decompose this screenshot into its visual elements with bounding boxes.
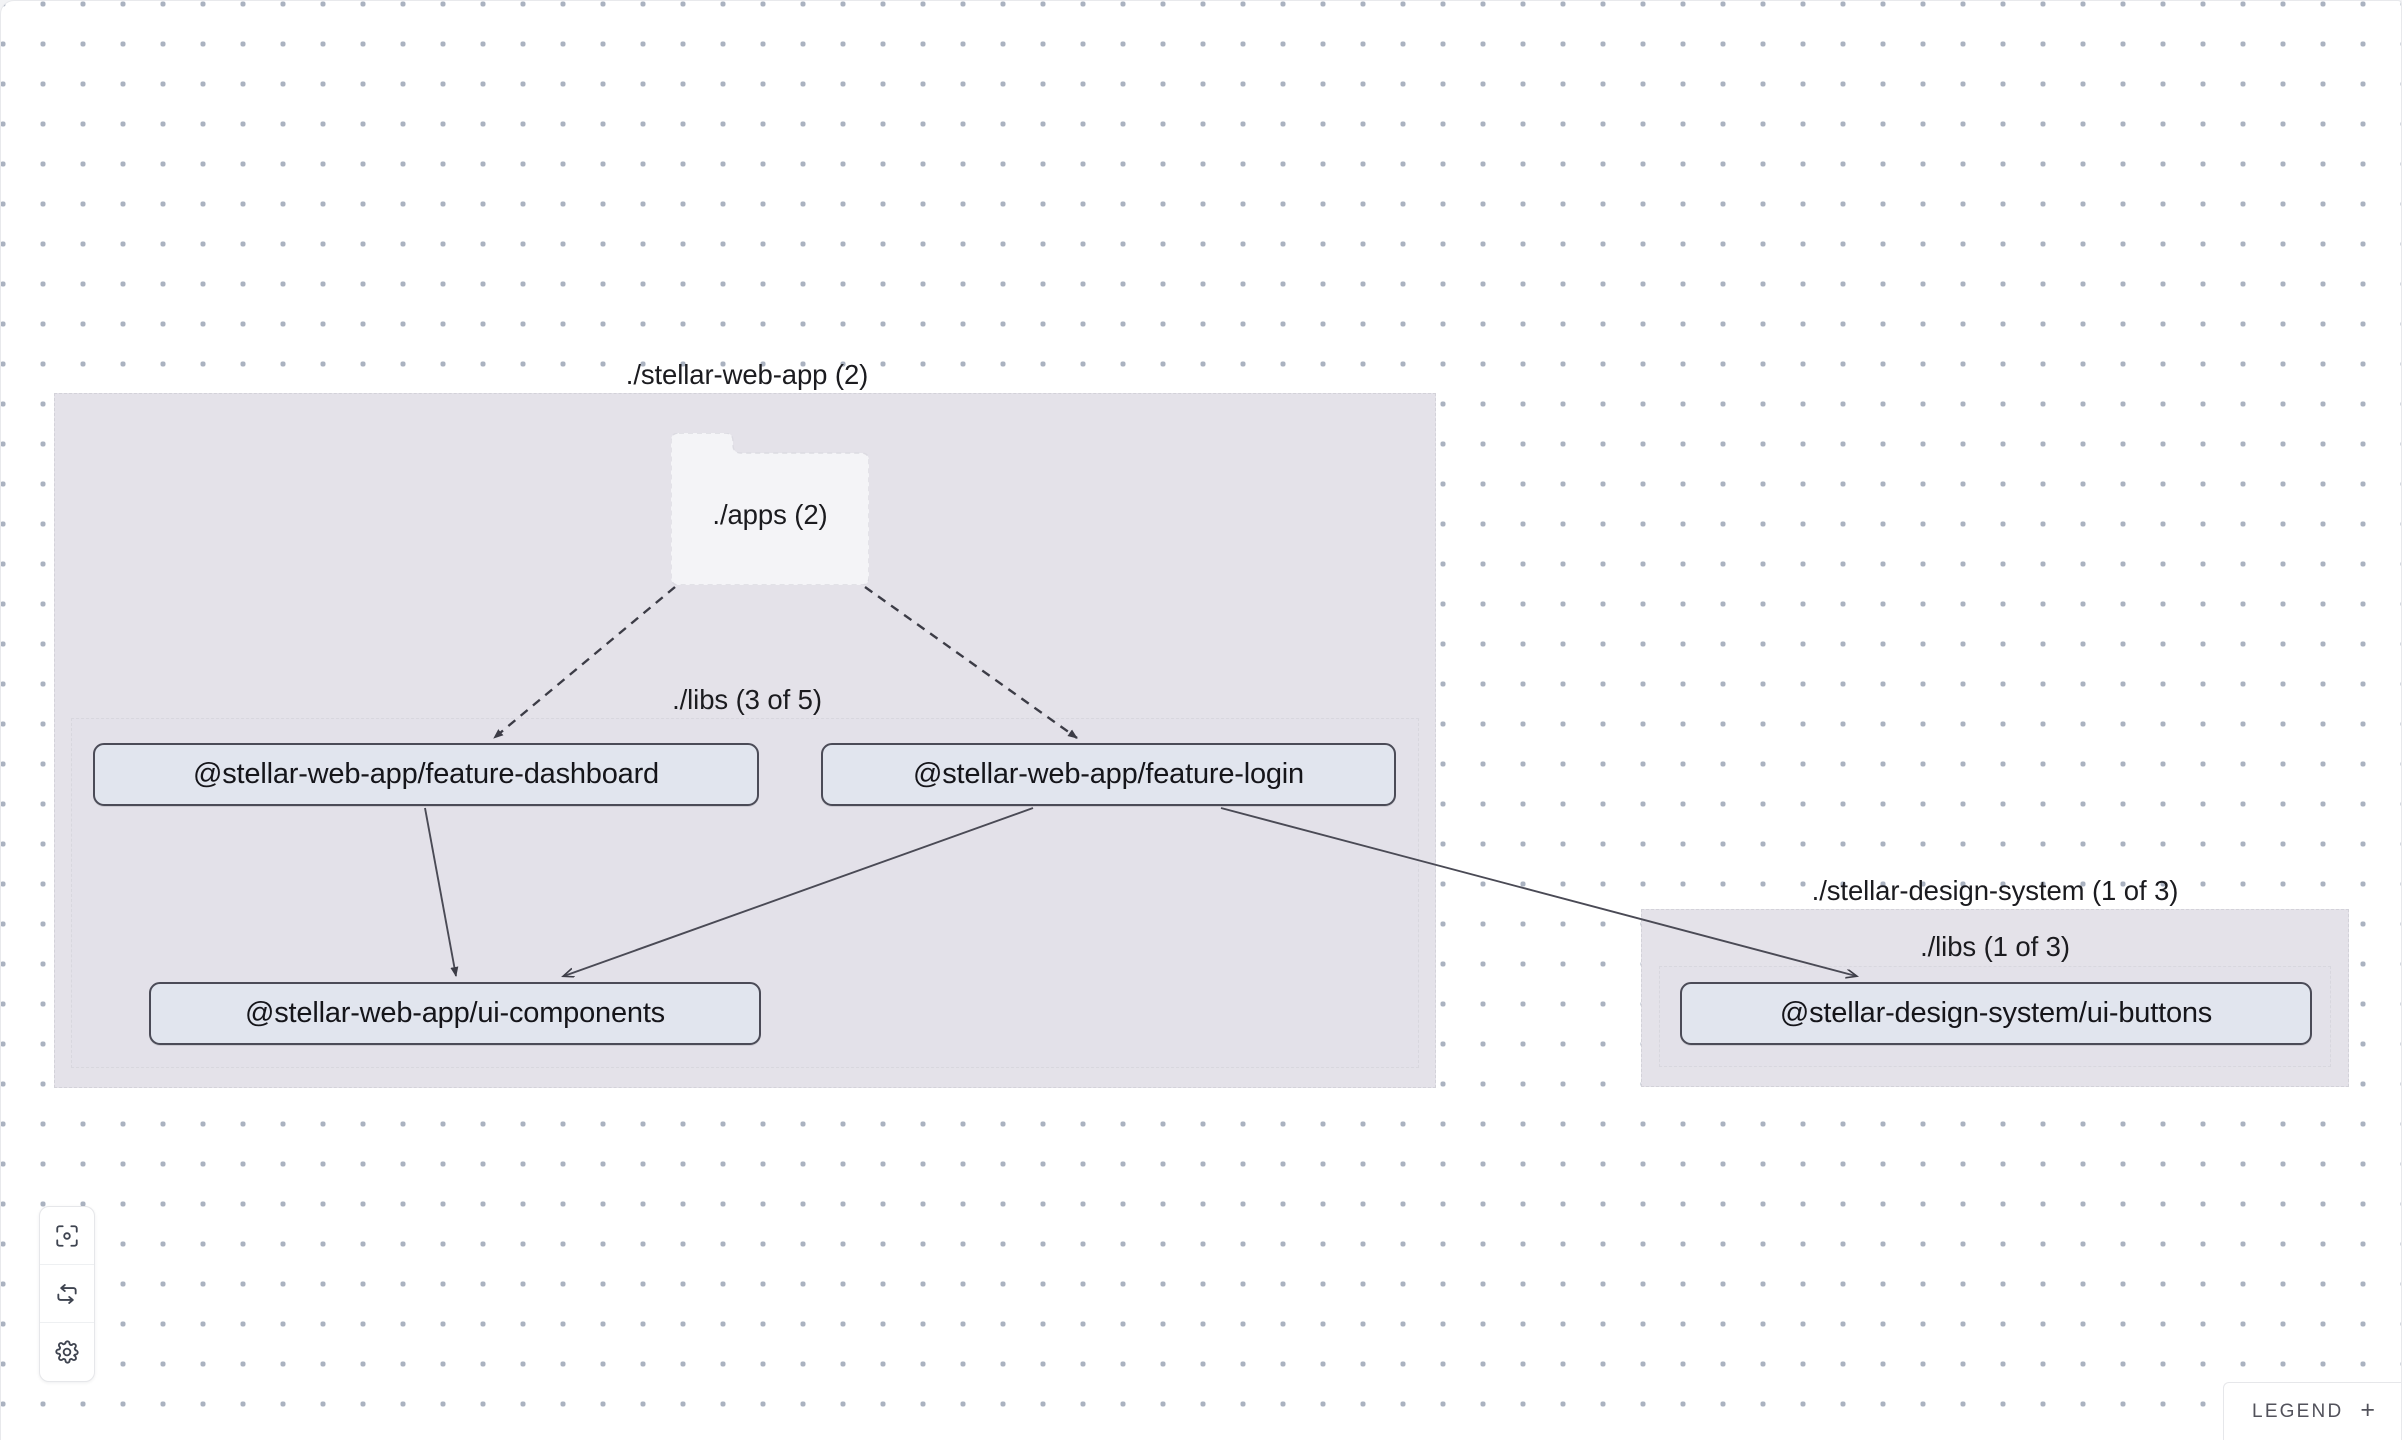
node-label: @stellar-web-app/ui-components bbox=[245, 997, 665, 1029]
refresh-graph-button[interactable] bbox=[40, 1265, 94, 1323]
focus-target-icon bbox=[54, 1223, 80, 1249]
node-label: @stellar-web-app/feature-dashboard bbox=[193, 758, 659, 790]
graph-node-ui-buttons[interactable]: @stellar-design-system/ui-buttons bbox=[1680, 982, 2312, 1045]
folder-label-apps: ./apps (2) bbox=[712, 499, 828, 530]
cluster-label-stellar-design-system: ./stellar-design-system (1 of 3) bbox=[1811, 875, 2179, 906]
settings-button[interactable] bbox=[40, 1323, 94, 1381]
node-label: @stellar-design-system/ui-buttons bbox=[1779, 997, 2213, 1029]
graph-node-ui-components[interactable]: @stellar-web-app/ui-components bbox=[149, 982, 761, 1045]
node-label: @stellar-web-app/feature-login bbox=[913, 758, 1304, 790]
legend-label: LEGEND bbox=[2252, 1400, 2344, 1422]
legend-toggle[interactable]: LEGEND + bbox=[2223, 1382, 2401, 1440]
cluster-label-stellar-web-app-libs: ./libs (3 of 5) bbox=[672, 684, 822, 715]
graph-node-feature-dashboard[interactable]: @stellar-web-app/feature-dashboard bbox=[93, 743, 759, 806]
folder-shape-icon bbox=[671, 433, 869, 585]
folder-apps[interactable]: ./apps (2) bbox=[671, 433, 869, 585]
cluster-label-stellar-web-app: ./stellar-web-app (2) bbox=[625, 359, 869, 390]
graph-toolbar bbox=[39, 1206, 95, 1382]
gear-icon bbox=[54, 1339, 80, 1365]
refresh-icon bbox=[54, 1281, 80, 1307]
plus-icon: + bbox=[2360, 1396, 2375, 1424]
graph-node-feature-login[interactable]: @stellar-web-app/feature-login bbox=[821, 743, 1396, 806]
focus-graph-button[interactable] bbox=[40, 1207, 94, 1265]
cluster-label-stellar-design-system-libs: ./libs (1 of 3) bbox=[1920, 931, 2070, 962]
